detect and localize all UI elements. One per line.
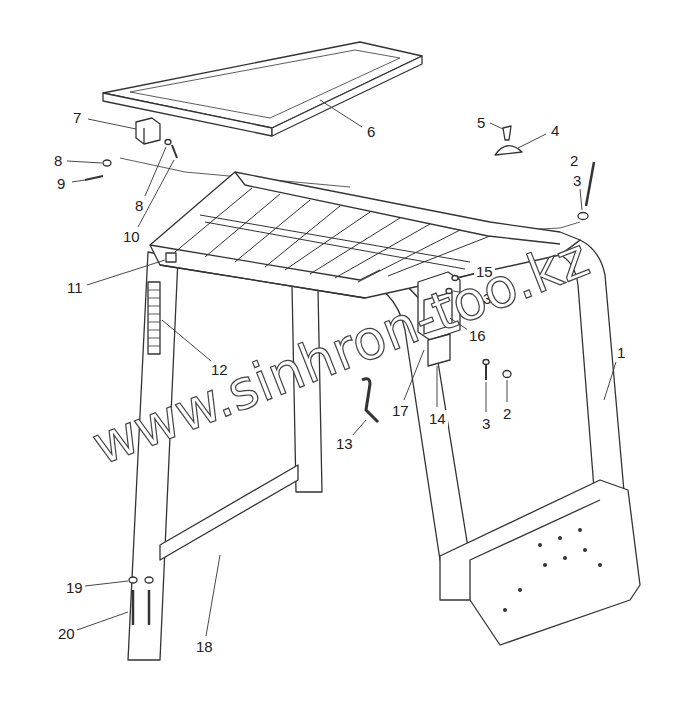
callout-number: 17 <box>390 402 411 419</box>
callout-number: 8 <box>133 197 145 214</box>
callout-number: 11 <box>65 279 85 296</box>
callout-number: 5 <box>475 114 487 131</box>
callout-number: 7 <box>71 109 83 126</box>
callout-number: 13 <box>334 435 355 452</box>
callout-number: 18 <box>194 638 215 655</box>
callout-number: 4 <box>549 122 561 139</box>
callout-number: 3 <box>571 172 583 189</box>
callout-number: 20 <box>56 625 77 642</box>
callout-number: 14 <box>427 410 448 427</box>
callout-number: 6 <box>365 123 377 140</box>
callout-number: 8 <box>52 152 64 169</box>
callout-number: 1 <box>615 344 627 361</box>
callout-number: 10 <box>121 228 142 245</box>
callout-number: 2 <box>501 405 513 422</box>
callout-number: 19 <box>64 579 85 596</box>
callout-number: 2 <box>568 152 580 169</box>
callout-number: 3 <box>480 415 492 432</box>
callout-number: 9 <box>55 175 67 192</box>
